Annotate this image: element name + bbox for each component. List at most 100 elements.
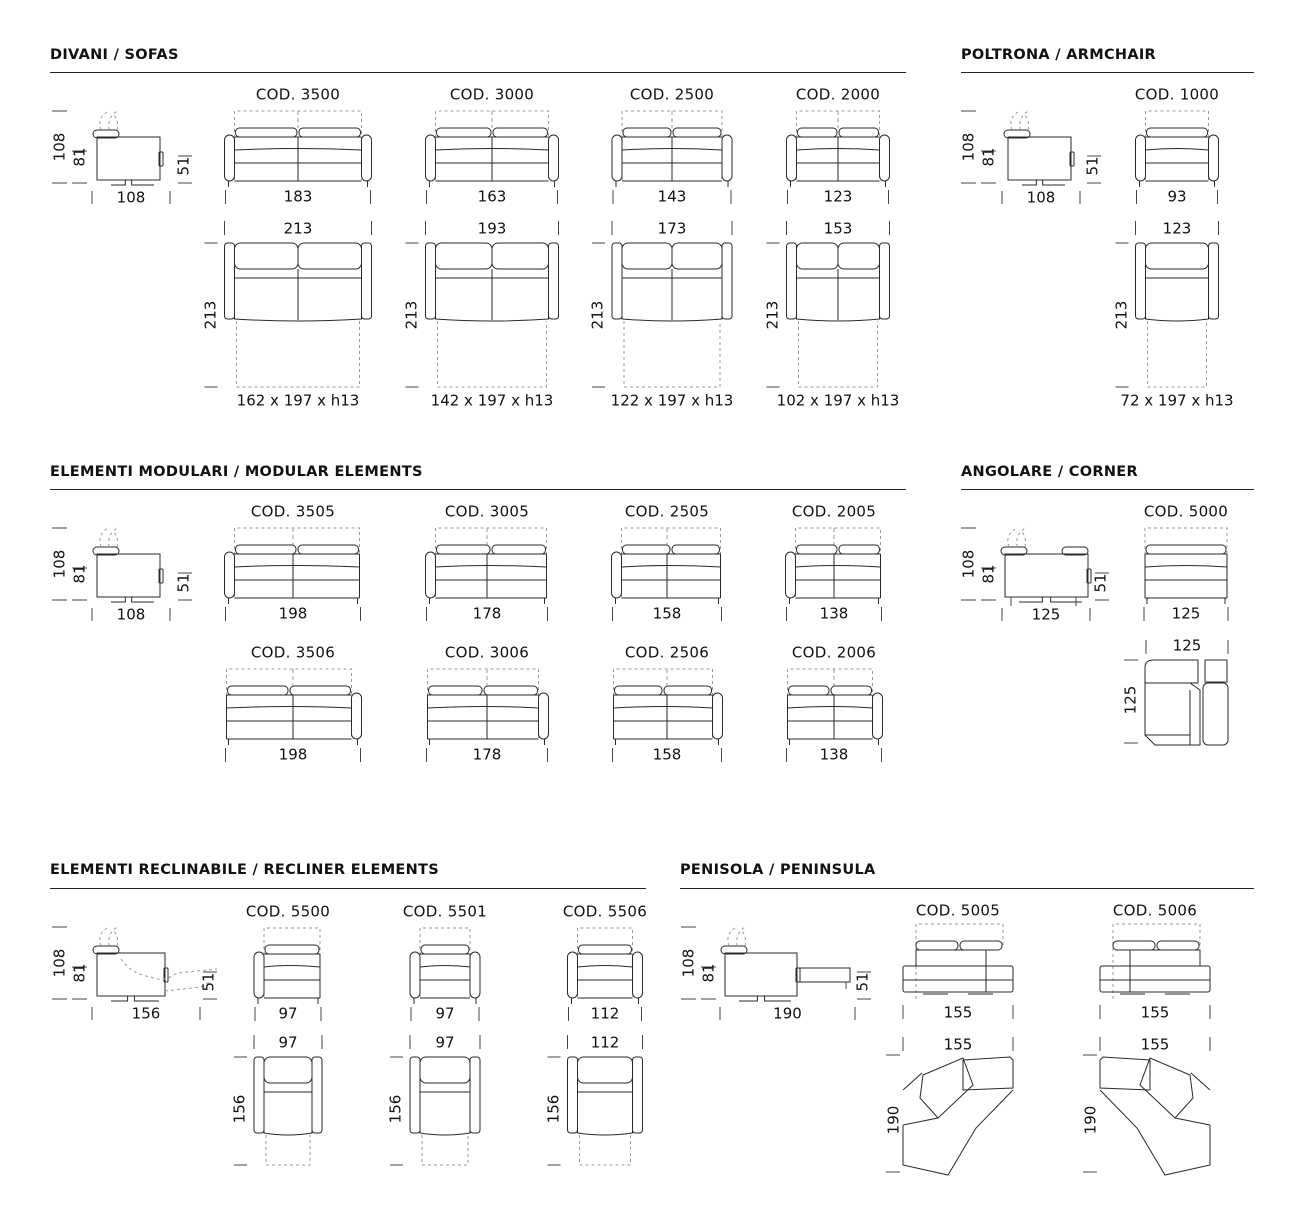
back-cushion-line <box>787 706 873 709</box>
back-cushion <box>234 242 299 270</box>
dimension-top-width: 173 <box>657 219 687 238</box>
chaise-outline <box>1099 1089 1211 1176</box>
chaise-body <box>902 965 1014 993</box>
headrest-tilt-outline <box>1007 526 1028 548</box>
headrest <box>1061 546 1089 556</box>
back-cushion <box>1099 1056 1151 1091</box>
dimension-top-width: 155 <box>1140 1035 1170 1054</box>
seat-outline <box>435 269 549 322</box>
dimension-seat-height: 51 <box>1083 156 1102 176</box>
back-cushion <box>297 242 362 270</box>
section-divider <box>680 888 1254 889</box>
recline-handle <box>1069 151 1075 167</box>
open-bed-outline <box>798 321 878 388</box>
armrest-left <box>786 242 797 320</box>
dimension-total-height: 108 <box>959 549 978 579</box>
recline-handle <box>158 151 164 167</box>
dimension-top-depth: 190 <box>884 1105 903 1135</box>
back-cushion <box>419 1056 471 1084</box>
sofa-front-view <box>425 110 559 204</box>
dimension-top-width: 193 <box>477 219 507 238</box>
dimension-seat-height: 51 <box>174 156 193 176</box>
back-cushion <box>577 1056 633 1084</box>
modular-element-left-arm <box>785 527 882 621</box>
swivel-base <box>111 180 154 186</box>
product-code: COD. 5501 <box>402 902 488 921</box>
product-code: COD. 5506 <box>562 902 648 921</box>
headrest <box>1145 544 1227 555</box>
open-bed-outline <box>437 321 547 388</box>
headrest <box>838 544 880 555</box>
dimension-depth: 156 <box>131 1004 161 1023</box>
sofa-side-body <box>724 952 798 997</box>
side-view-drawing <box>961 526 1109 621</box>
dimension-depth: 213 <box>201 300 219 330</box>
back-cushion-line <box>577 965 633 968</box>
side-back-cushion <box>1202 682 1229 746</box>
back-body <box>1129 949 1201 967</box>
dimension-seat-height: 51 <box>199 972 218 992</box>
headrest <box>671 544 720 555</box>
dimension-depth: 108 <box>1026 188 1056 207</box>
chaise-side <box>796 967 851 983</box>
recliner-top-view <box>390 1035 481 1166</box>
armrest-left <box>1135 242 1146 320</box>
back-cushion-line <box>263 965 321 968</box>
headrest <box>92 129 120 139</box>
section-title-armchair: POLTRONA / ARMCHAIR <box>961 47 1156 63</box>
headrest <box>614 685 663 696</box>
back-cushion <box>1144 659 1199 684</box>
chaise-outline <box>902 1089 1014 1176</box>
back-cushion <box>621 242 673 270</box>
armchair-bed-top-view <box>1115 221 1219 388</box>
headrest <box>227 685 289 696</box>
dimension-width: 155 <box>1140 1003 1170 1022</box>
headrest-tilt-outline <box>727 925 748 947</box>
open-bed-outline <box>236 321 360 388</box>
section-divider <box>50 888 646 889</box>
headrest <box>483 685 538 696</box>
dimension-top-width: 97 <box>278 1033 298 1052</box>
modular-element-right-arm <box>786 668 883 762</box>
dimension-seat-height: 51 <box>174 573 193 593</box>
dimension-seat-height: 51 <box>853 972 872 992</box>
seat-outline <box>1145 269 1209 322</box>
peninsula-top-view <box>1083 1037 1211 1176</box>
corner-front-view <box>1143 527 1229 621</box>
armrest-left <box>253 1056 265 1134</box>
sofa-side-body <box>96 952 166 997</box>
armrest-left <box>224 551 235 599</box>
product-code: COD. 3005 <box>444 502 530 521</box>
dimension-top-width: 125 <box>1172 636 1202 655</box>
open-bed-outline <box>421 1135 469 1166</box>
modular-element-right-arm <box>426 668 549 762</box>
section-title-sofas: DIVANI / SOFAS <box>50 47 179 63</box>
sofa-side-body <box>96 136 161 181</box>
headrest <box>672 127 722 138</box>
modular-element-right-arm <box>612 668 723 762</box>
armrest-right <box>469 1056 481 1134</box>
headrest <box>1003 129 1031 139</box>
product-code: COD. 5005 <box>915 901 1001 920</box>
product-code: COD. 5000 <box>1143 502 1229 521</box>
dimension-depth: 156 <box>544 1094 562 1124</box>
headrest-extension-outline <box>226 668 352 738</box>
armrest-right <box>712 692 723 740</box>
product-code: COD. 3006 <box>444 643 530 662</box>
armrest-left <box>611 551 622 599</box>
headrest <box>578 944 632 955</box>
dimension-top-width: 97 <box>435 1033 455 1052</box>
headrest <box>797 127 838 138</box>
headrest <box>297 544 359 555</box>
recliner-front-view <box>409 927 481 1021</box>
dimension-depth: 108 <box>116 605 146 624</box>
headrest <box>92 945 120 955</box>
headrest <box>492 127 548 138</box>
headrest-extension-outline <box>435 527 547 597</box>
open-bed-outline <box>579 1135 631 1166</box>
dimension-total-height: 108 <box>50 549 69 579</box>
mattress-size: 162 x 197 x h13 <box>236 391 360 410</box>
dimension-total-height: 108 <box>50 132 69 162</box>
headrest-tilt-outline <box>99 526 120 548</box>
